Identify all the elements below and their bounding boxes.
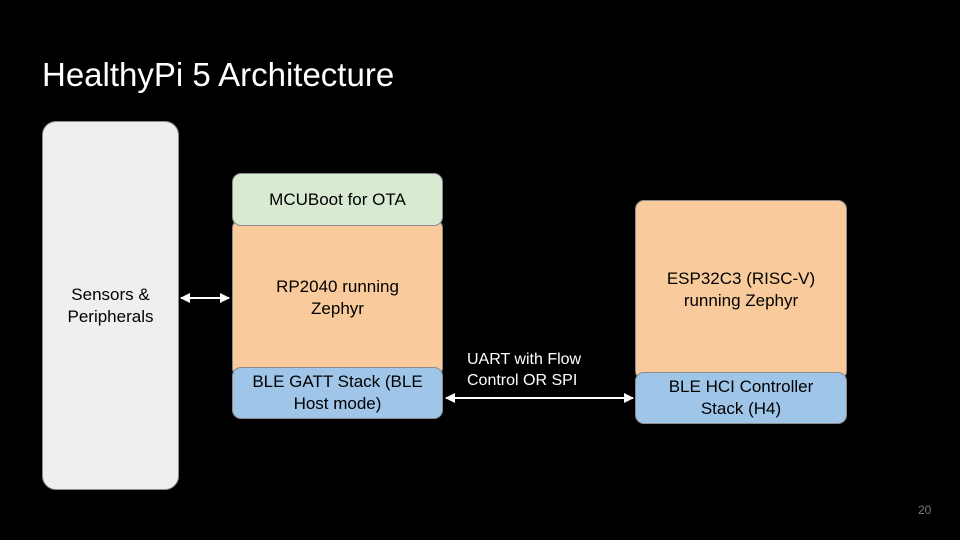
page-number: 20 (918, 503, 932, 517)
ble-hci-controller-block: BLE HCI Controller Stack (H4) (635, 372, 847, 424)
sensors-peripherals-block: Sensors & Peripherals (42, 121, 179, 490)
block-label: Sensors & Peripherals (67, 284, 154, 326)
block-label: RP2040 running Zephyr (276, 277, 399, 318)
slide-title: HealthyPi 5 Architecture (42, 56, 395, 93)
block-label: BLE GATT Stack (BLE Host mode) (252, 372, 423, 413)
block-label: MCUBoot for OTA (269, 189, 406, 209)
block-label: BLE HCI Controller Stack (H4) (668, 377, 814, 418)
esp32c3-zephyr-block: ESP32C3 (RISC-V) running Zephyr (635, 200, 847, 380)
ble-gatt-stack-block: BLE GATT Stack (BLE Host mode) (232, 367, 443, 419)
uart-link-label: UART with Flow Control OR SPI (467, 351, 582, 389)
block-label: ESP32C3 (RISC-V) running Zephyr (666, 269, 816, 310)
mcuboot-ota-block: MCUBoot for OTA (232, 173, 443, 226)
